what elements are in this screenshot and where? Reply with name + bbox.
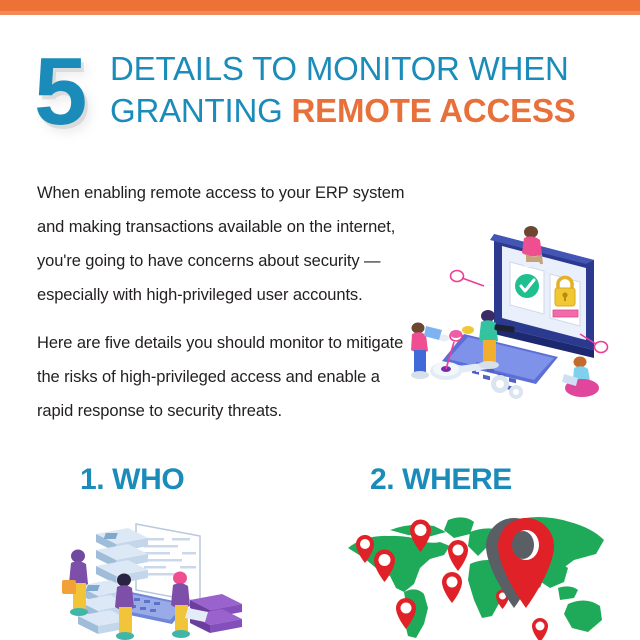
intro-paragraph-1: When enabling remote access to your ERP … [37, 184, 405, 304]
person-figure [115, 573, 134, 640]
gear-icon [491, 375, 523, 399]
headline-number: 5 [34, 38, 87, 145]
servers-and-users-illustration [52, 516, 272, 640]
decorative-dots [439, 326, 474, 342]
map-pin-icon [356, 535, 374, 563]
section-heading-who: 1. WHO [80, 463, 185, 496]
headline-line-2-accent: REMOTE ACCESS [291, 92, 576, 129]
map-pin-icon [410, 519, 431, 552]
person-figure [411, 322, 442, 379]
map-pin-large-icon [486, 517, 554, 608]
connection-line-decoration [445, 269, 609, 370]
section-heading-where: 2. WHERE [370, 463, 512, 496]
person-figure [171, 571, 208, 638]
world-map-location-pins-illustration [330, 508, 622, 640]
headline-line-2-prefix: GRANTING [110, 92, 292, 129]
map-pin-icon [374, 549, 395, 582]
headline-line-2: GRANTING REMOTE ACCESS [110, 90, 630, 132]
person-figure [562, 356, 599, 397]
person-figure [479, 310, 515, 369]
headline-block: 5 DETAILS TO MONITOR WHEN GRANTING REMOT… [34, 44, 624, 148]
top-accent-bar [0, 0, 640, 11]
top-accent-bar-secondary [0, 11, 640, 15]
intro-paragraph-2: Here are five details you should monitor… [37, 334, 404, 420]
intro-copy: When enabling remote access to your ERP … [37, 176, 405, 428]
remote-access-security-illustration [398, 216, 636, 401]
map-pin-icon [448, 540, 468, 571]
person-figure [62, 549, 88, 616]
headline-text: DETAILS TO MONITOR WHEN GRANTING REMOTE … [110, 48, 630, 132]
server-stack-icon [96, 528, 148, 584]
laptop-screen-icon [490, 234, 594, 358]
person-figure [522, 226, 543, 267]
map-pin-icon [532, 618, 548, 640]
map-pin-icon [396, 598, 416, 629]
map-pin-icon [442, 572, 462, 603]
headline-line-1: DETAILS TO MONITOR WHEN [110, 50, 569, 87]
